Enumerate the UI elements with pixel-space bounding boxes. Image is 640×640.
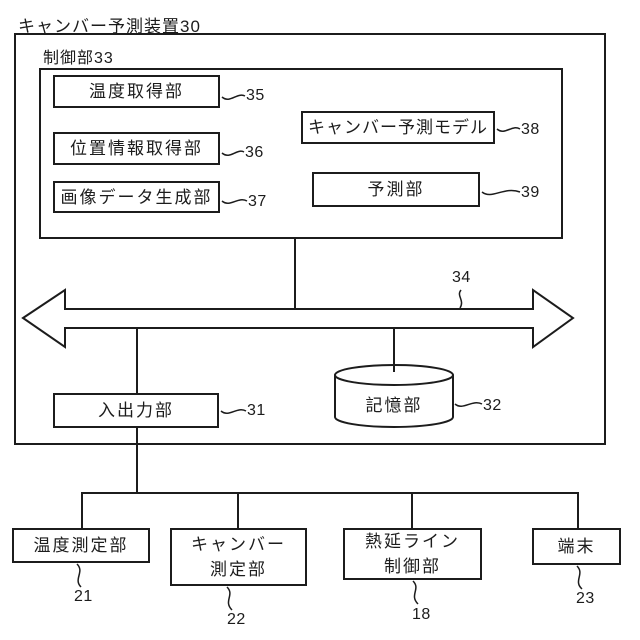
ref-31: 31 xyxy=(247,402,266,419)
block-temperature-measurement: 温度測定部 xyxy=(12,528,150,563)
leader-38 xyxy=(496,127,521,132)
block-label-line2: 測定部 xyxy=(210,560,267,579)
block-label-line1: キャンバー xyxy=(191,535,286,554)
block-label: 位置情報取得部 xyxy=(70,139,203,158)
block-storage-label: 記憶部 xyxy=(365,396,423,415)
ref-18: 18 xyxy=(412,606,431,623)
ref-38: 38 xyxy=(521,121,540,138)
leader-37 xyxy=(221,199,248,204)
figure-title: キャンバー予測装置30 xyxy=(18,17,201,36)
block-prediction-unit: 予測部 xyxy=(312,172,480,207)
ref-22: 22 xyxy=(227,611,246,628)
leader-21 xyxy=(76,563,82,588)
leader-35 xyxy=(221,94,246,100)
block-io-unit: 入出力部 xyxy=(53,393,219,428)
leader-32 xyxy=(454,402,483,407)
ref-21: 21 xyxy=(74,588,93,605)
block-temperature-acquisition: 温度取得部 xyxy=(53,75,220,108)
storage-cylinder-body xyxy=(334,375,454,428)
block-image-data-generation: 画像データ生成部 xyxy=(53,181,220,213)
block-label: 画像データ生成部 xyxy=(60,187,213,207)
leader-31 xyxy=(220,409,247,414)
block-terminal: 端末 xyxy=(532,528,621,565)
block-label: キャンバー予測モデル xyxy=(308,118,488,137)
block-label: 入出力部 xyxy=(98,401,174,420)
leader-18 xyxy=(412,580,419,605)
ref-34: 34 xyxy=(452,269,471,286)
block-camber-measurement: キャンバー 測定部 xyxy=(170,528,307,586)
ref-23: 23 xyxy=(576,590,595,607)
camber-prediction-device-frame xyxy=(14,33,606,445)
ref-37: 37 xyxy=(248,193,267,210)
control-unit-frame xyxy=(39,68,563,239)
block-label: 温度測定部 xyxy=(33,536,129,555)
block-label: 端末 xyxy=(557,537,596,556)
block-label-line1: 熱延ライン xyxy=(365,532,460,551)
ref-39: 39 xyxy=(521,184,540,201)
ref-32: 32 xyxy=(483,397,502,414)
ref-36: 36 xyxy=(245,144,264,161)
block-camber-prediction-model: キャンバー予測モデル xyxy=(301,111,495,144)
leader-22 xyxy=(226,586,233,611)
leader-39 xyxy=(481,189,521,196)
block-label: 温度取得部 xyxy=(89,82,184,101)
bus-double-arrow xyxy=(21,288,575,349)
leader-36 xyxy=(221,150,245,156)
ref-35: 35 xyxy=(246,87,265,104)
block-label-line2: 制御部 xyxy=(384,557,441,576)
control-unit-label: 制御部33 xyxy=(43,50,114,67)
leader-34 xyxy=(458,289,463,309)
block-position-info-acquisition: 位置情報取得部 xyxy=(53,132,220,165)
block-hot-rolling-line-control: 熱延ライン 制御部 xyxy=(343,528,482,580)
leader-23 xyxy=(576,565,583,590)
block-label: 予測部 xyxy=(367,180,425,199)
